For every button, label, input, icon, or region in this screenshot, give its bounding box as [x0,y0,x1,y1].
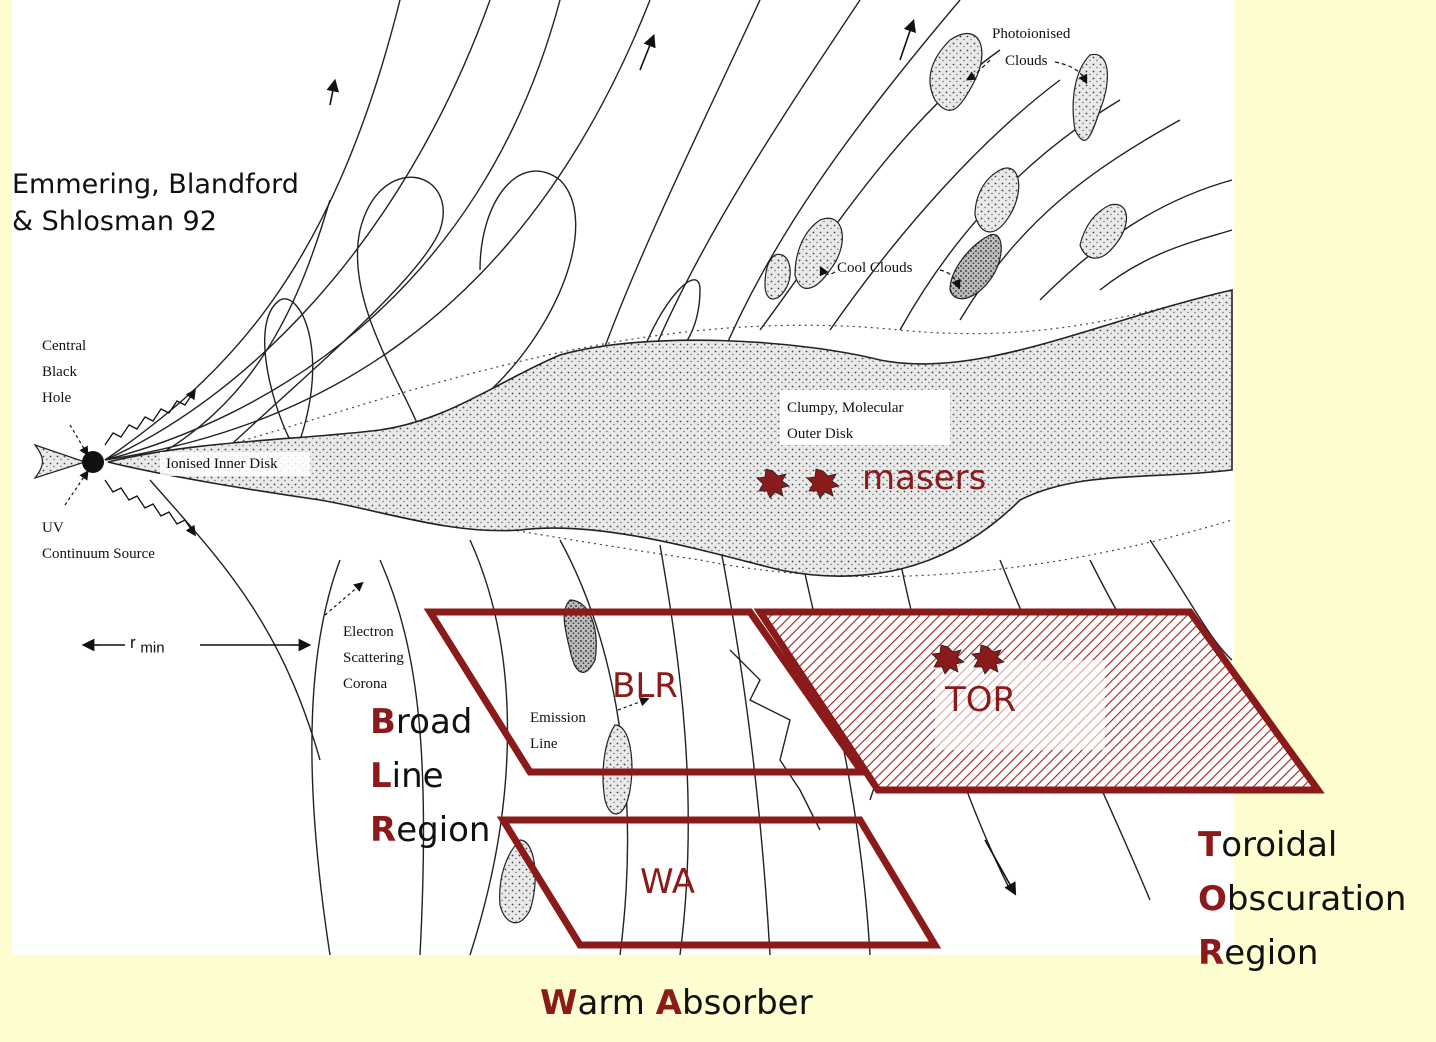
label-scattering: Scattering [343,648,404,669]
legend-blr-rest-1: road [396,702,472,742]
label-ionised-inner-disk: Ionised Inner Disk [166,454,278,475]
citation: Emmering, Blandford & Shlosman 92 [12,166,299,240]
legend-blr-initial-2: L [370,756,392,796]
r-symbol: r [130,633,136,652]
legend-tor-line-2: Obscuration [1198,872,1406,926]
wa-region-outline [503,820,935,945]
label-electron: Electron [343,622,394,643]
label-clumpy-molecular: Clumpy, Molecular [787,398,904,419]
legend-blr-initial-1: B [370,702,396,742]
label-corona: Corona [343,674,387,695]
citation-line-1: Emmering, Blandford [12,166,299,203]
legend-tor-initial-3: R [1198,933,1224,973]
label-blr: BLR [612,666,678,706]
legend-blr-line-3: Region [370,803,490,857]
legend-wa-initial-2: A [656,983,682,1023]
legend-blr-initial-3: R [370,810,396,850]
label-clouds: Clouds [1005,51,1048,72]
legend-blr-line-2: Line [370,749,490,803]
label-masers: masers [862,458,986,498]
legend-tor-line-1: Toroidal [1198,818,1406,872]
legend-tor-rest-1: oroidal [1221,825,1337,865]
legend-blr-line-1: Broad [370,695,490,749]
legend-tor-line-3: Region [1198,926,1406,980]
r-subscript: min [140,639,164,656]
label-continuum-source: Continuum Source [42,544,155,565]
legend-wa: Warm Absorber [540,976,813,1030]
label-photoionised: Photoionised [992,24,1070,45]
label-hole: Hole [42,388,71,409]
legend-tor: Toroidal Obscuration Region [1198,818,1406,980]
label-r-min: r min [130,632,165,658]
citation-line-2: & Shlosman 92 [12,203,299,240]
legend-tor-initial-2: O [1198,879,1227,919]
legend-wa-initial-1: W [540,983,578,1023]
legend-tor-initial-1: T [1198,825,1221,865]
label-emission: Emission [530,708,586,729]
legend-tor-rest-2: bscuration [1227,879,1406,919]
legend-tor-rest-3: egion [1224,933,1318,973]
label-uv: UV [42,518,64,539]
label-wa: WA [640,862,695,902]
inner-cone [35,445,85,478]
label-cool-clouds: Cool Clouds [837,258,912,279]
label-central: Central [42,336,86,357]
label-tor: TOR [945,680,1016,720]
legend-wa-rest-2: bsorber [682,983,813,1023]
label-outer-disk: Outer Disk [787,424,853,445]
black-hole-icon [82,451,104,473]
label-line: Line [530,734,558,755]
legend-blr-rest-3: egion [396,810,490,850]
legend-blr: Broad Line Region [370,695,490,857]
legend-wa-rest-1: arm [578,983,645,1023]
label-black: Black [42,362,77,383]
legend-blr-rest-2: ine [392,756,444,796]
